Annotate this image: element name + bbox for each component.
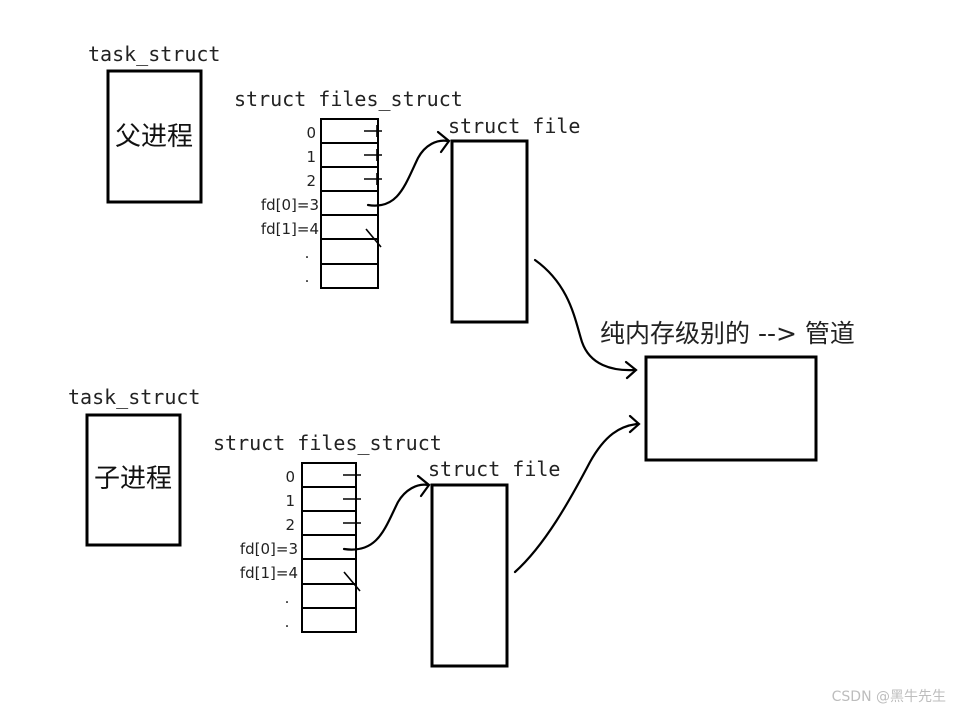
csdn-watermark: CSDN @黑牛先生: [832, 689, 946, 705]
child-file-to-pipe-arrow: [513, 422, 639, 574]
parent-process-box: [106, 69, 203, 204]
parent-fd-row-label: fd[0]=3: [261, 196, 319, 214]
parent-struct-file-label: struct file: [448, 114, 580, 138]
child-fd-row-label: fd[1]=4: [240, 564, 298, 582]
parent-file-to-pipe-arrow: [533, 258, 636, 372]
parent-fd-table: 0 1 2 fd[0]=3 fd[1]=4 . .: [261, 118, 382, 289]
parent-process-label: 父进程: [115, 122, 193, 152]
parent-fd-row-label: 1: [306, 148, 316, 166]
child-fd-row-label: 0: [285, 468, 295, 486]
pipe-buffer-box: [644, 355, 818, 462]
pipe-label: 纯内存级别的 --> 管道: [600, 319, 855, 348]
parent-group: task_struct 父进程 struct files_struct 0 1 …: [88, 42, 638, 380]
child-fd-row-label: 1: [285, 492, 295, 510]
child-fd-row-label: fd[0]=3: [240, 540, 298, 558]
child-fd-table: 0 1 2 fd[0]=3 fd[1]=4 . .: [240, 462, 361, 633]
parent-fd-to-file-arrow: [366, 139, 450, 207]
child-process-box: [85, 413, 182, 547]
parent-fd-row-label: 2: [306, 172, 316, 190]
child-file-to-pipe-arrowhead: [628, 414, 641, 434]
child-fd-to-file-arrow: [342, 483, 430, 551]
parent-fd-row-label: 0: [306, 124, 316, 142]
parent-task-struct-label: task_struct: [88, 42, 220, 66]
child-struct-file-box: [430, 483, 509, 668]
child-task-struct-label: task_struct: [68, 385, 200, 409]
parent-file-to-pipe-arrowhead: [624, 360, 638, 380]
parent-fd-row-label: .: [305, 244, 310, 262]
parent-struct-file-box: [450, 139, 529, 324]
parent-fd-row-label: .: [305, 268, 310, 286]
child-group: task_struct 子进程 struct files_struct 0 1 …: [68, 385, 641, 668]
child-fd-row-label: .: [285, 613, 290, 631]
parent-fd-to-file-arrowhead: [436, 130, 451, 154]
child-process-label: 子进程: [94, 464, 172, 494]
parent-fd-row-label: fd[1]=4: [261, 220, 319, 238]
child-fd1-slash-mark: [343, 571, 361, 592]
child-fd-table-border: [301, 462, 357, 633]
child-fd-to-file-arrowhead: [416, 474, 431, 498]
child-fd-row-label: .: [285, 589, 290, 607]
child-files-struct-label: struct files_struct: [213, 431, 442, 455]
child-struct-file-label: struct file: [428, 457, 560, 481]
pipe-group: 纯内存级别的 --> 管道: [600, 319, 855, 462]
parent-files-struct-label: struct files_struct: [234, 87, 463, 111]
parent-fd1-slash-mark: [365, 228, 382, 248]
child-fd-row-label: 2: [285, 516, 295, 534]
parent-fd-table-border: [320, 118, 379, 289]
